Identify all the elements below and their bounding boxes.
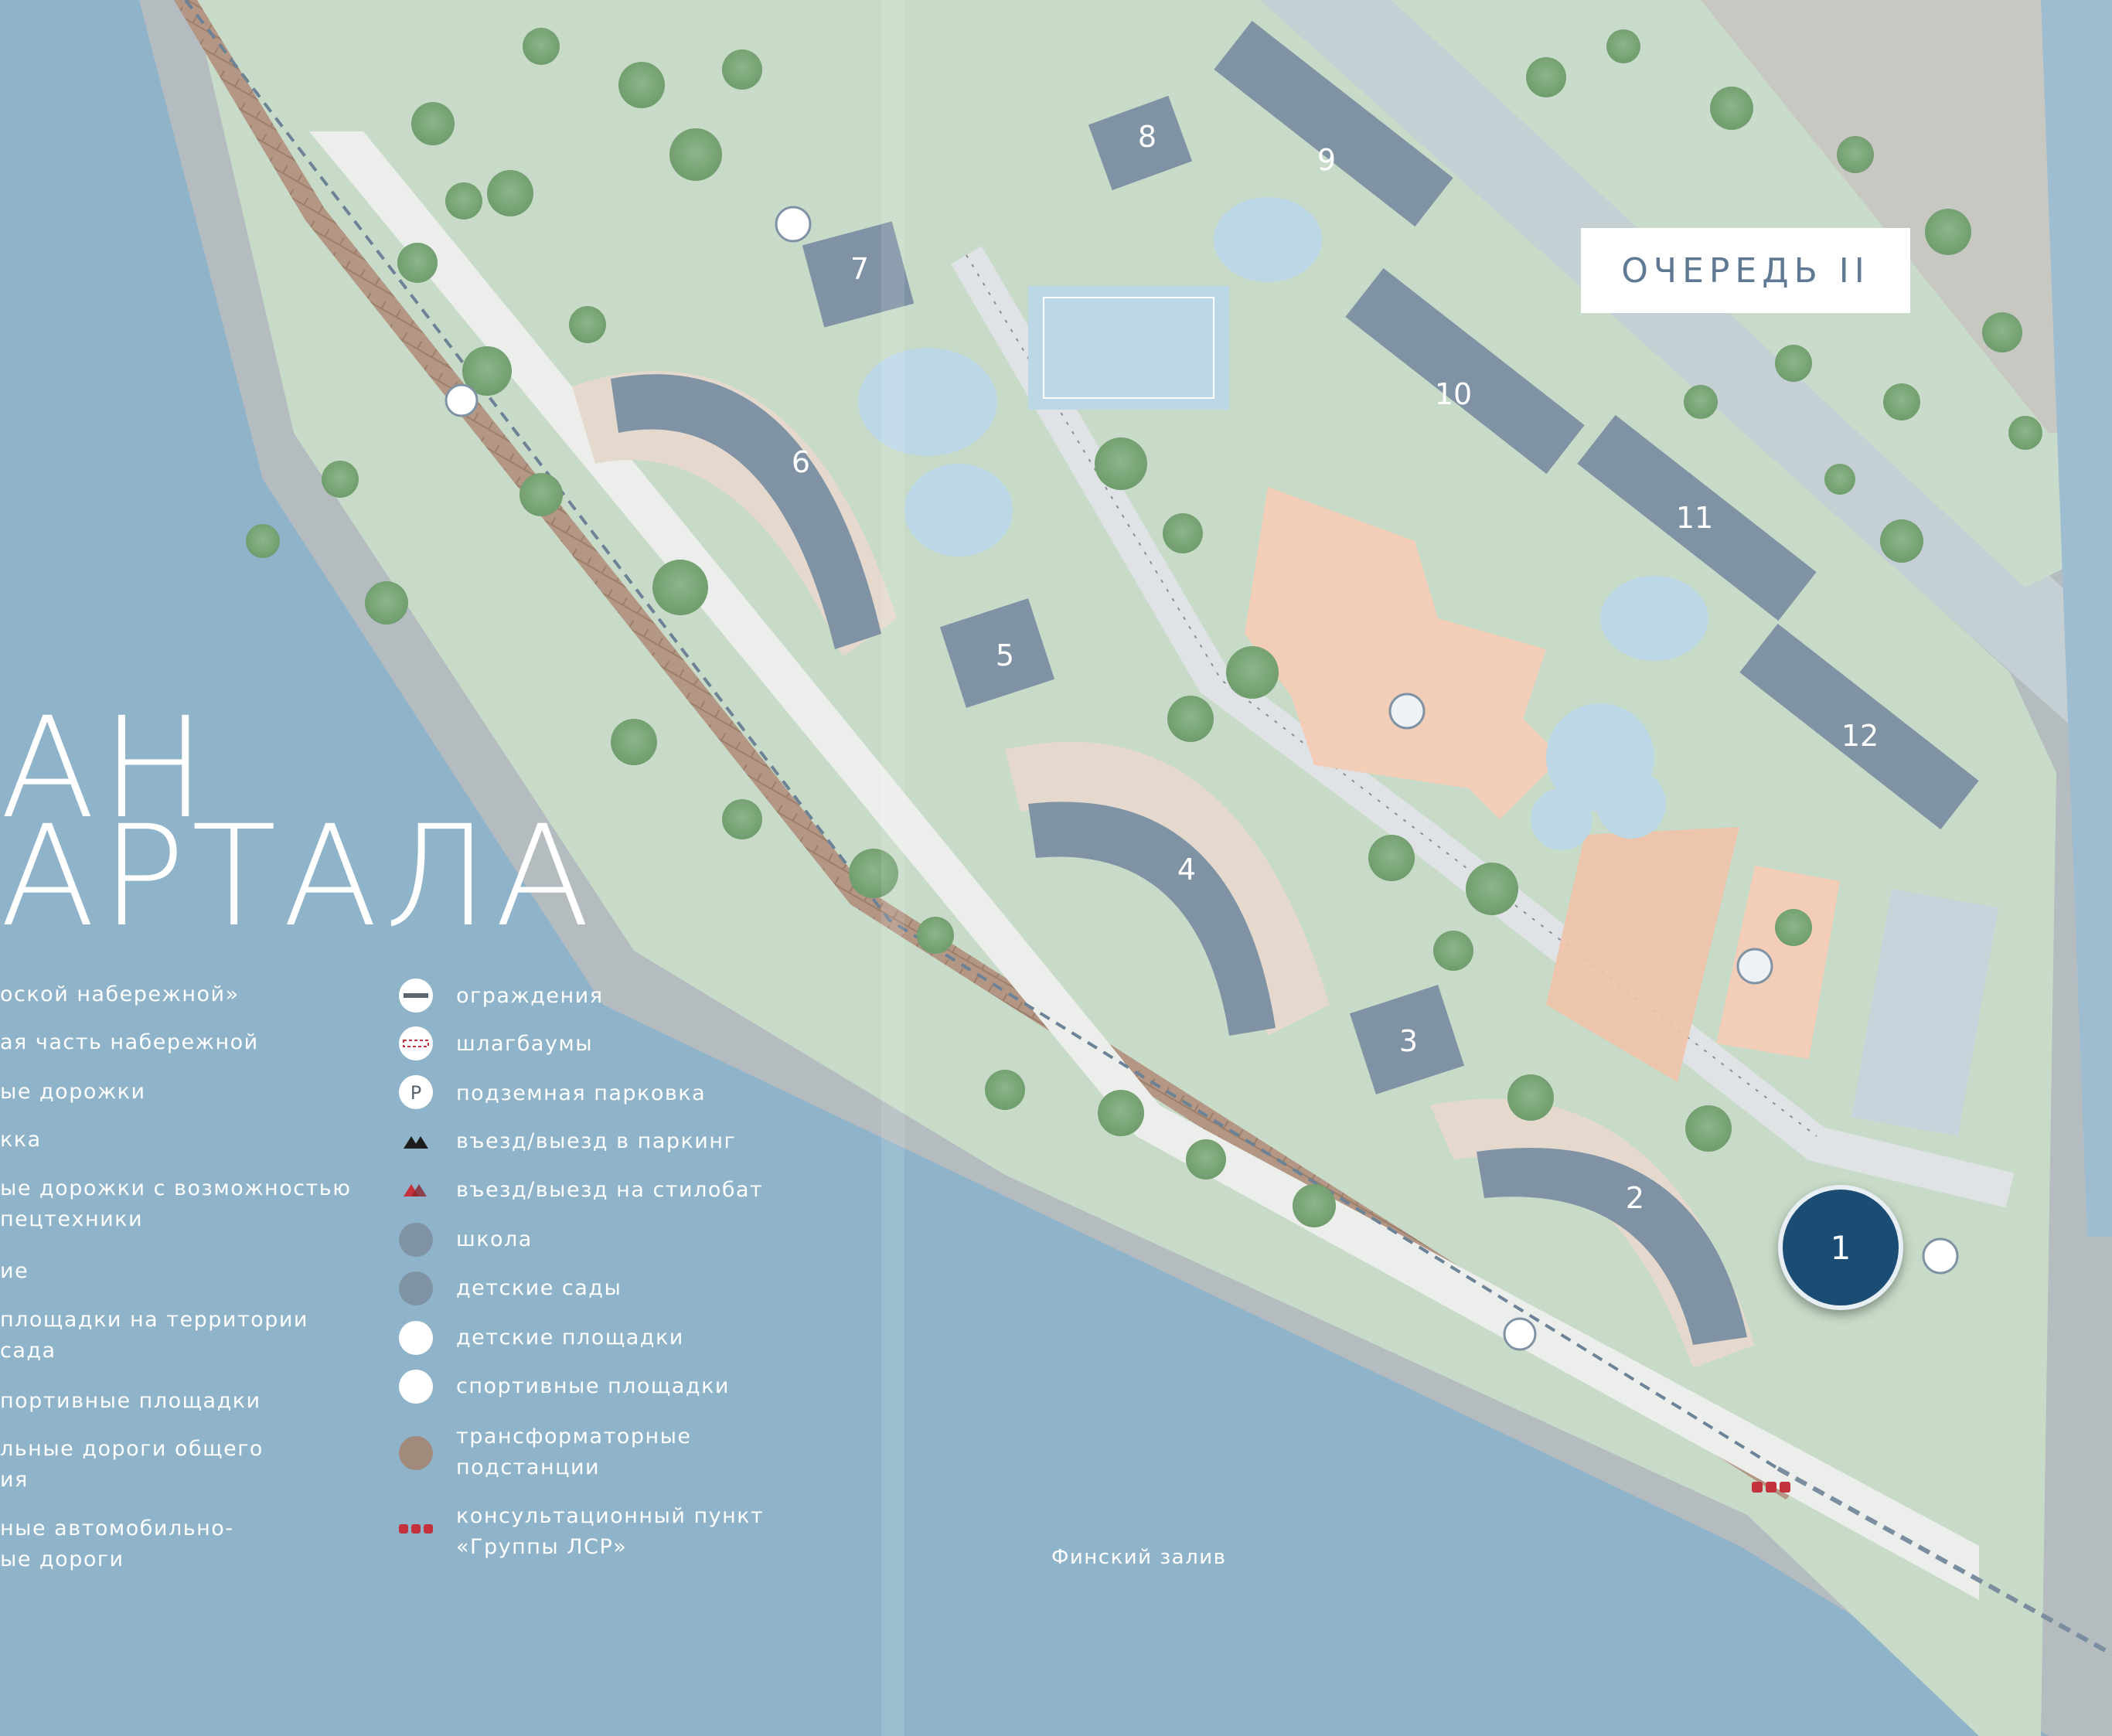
legend-item: ые дорожки <box>0 1080 146 1104</box>
building-number-4: 4 <box>1177 853 1197 887</box>
courtyard-2 <box>1430 1098 1755 1368</box>
building-12 <box>1739 623 1979 830</box>
play-area-a <box>858 348 997 456</box>
sports-field <box>1028 286 1229 410</box>
embankment-road <box>309 131 1979 1600</box>
building-8 <box>1088 95 1193 191</box>
play-area-b <box>904 464 1013 557</box>
legend-substation: трансформаторные подстанции <box>456 1425 692 1479</box>
play-area-f <box>1596 769 1666 839</box>
trees <box>246 28 2042 1227</box>
building-number-9: 9 <box>1317 143 1337 177</box>
gulf-label: Финский залив <box>1051 1546 1227 1569</box>
legend-icons: P <box>399 979 433 1533</box>
building-5 <box>939 598 1055 708</box>
legend-item: портивные площадки <box>0 1389 261 1413</box>
building-3 <box>1349 985 1465 1094</box>
school-icon <box>1388 693 1426 730</box>
plan-title-line-2: АРТАЛА <box>0 796 597 958</box>
school-building <box>1245 487 1562 819</box>
legend-item: ные автомобильно- ые дороги <box>0 1516 234 1571</box>
building-number-6: 6 <box>791 445 811 479</box>
bike-marker-bottom <box>1503 1317 1537 1351</box>
legend-parking-entry: въезд/выезд в паркинг <box>456 1129 737 1153</box>
building-9 <box>1214 20 1453 227</box>
residential-buildings <box>611 20 1979 1345</box>
legend-item: кка <box>0 1128 42 1152</box>
page-fold <box>881 0 904 1736</box>
legend-fence: ограждения <box>456 984 604 1008</box>
stage-ii-label: ОЧЕРЕДЬ II <box>1581 228 1910 313</box>
legend-playground: детские площадки <box>456 1326 684 1350</box>
legend-item: ая часть набережной <box>0 1030 259 1054</box>
building-10 <box>1345 267 1585 475</box>
legend-stylobate-entry: въезд/выезд на стилобат <box>456 1178 764 1202</box>
parking-marker-top <box>775 206 812 243</box>
legend-item: ие <box>0 1259 29 1283</box>
kindergarten-plots <box>1546 827 1739 1082</box>
building-number-7: 7 <box>850 252 870 286</box>
kindergarten-building <box>1716 866 1840 1059</box>
building-number-8: 8 <box>1137 120 1157 154</box>
building-number-10: 10 <box>1434 377 1473 411</box>
building-number-2: 2 <box>1625 1181 1645 1215</box>
coastal-road <box>1776 1466 2112 1656</box>
play-area-c <box>1214 197 1322 282</box>
legend-item: площадки на территории сада <box>0 1308 308 1363</box>
building-number-3: 3 <box>1398 1024 1419 1058</box>
building-1-marker[interactable]: 1 <box>1778 1185 1903 1310</box>
building-11 <box>1577 414 1817 621</box>
play-area-d <box>1600 576 1708 661</box>
courtyard-6 <box>572 371 897 657</box>
building-2 <box>1477 1148 1747 1345</box>
building-4 <box>1028 802 1276 1036</box>
right-canal <box>2041 0 2112 1237</box>
legend-item: ые дорожки с возможностью пецтехники <box>0 1176 352 1231</box>
consultation-point-icon <box>1752 1482 1790 1493</box>
legend-school: школа <box>456 1227 533 1251</box>
legend-parking: подземная парковка <box>456 1081 707 1105</box>
parking-lot <box>1851 889 1998 1136</box>
legend-item: оской набережной» <box>0 982 240 1006</box>
sports-field-lines <box>1043 297 1214 399</box>
legend-item: льные дороги общего ия <box>0 1437 264 1492</box>
building-number-12: 12 <box>1841 719 1879 753</box>
promenade-edge <box>184 0 1780 1470</box>
legend-consultation: консультационный пункт «Группы ЛСР» <box>456 1504 765 1559</box>
building-number-5: 5 <box>995 638 1015 672</box>
svg-text:P: P <box>410 1082 421 1104</box>
building-number-11: 11 <box>1675 501 1714 535</box>
internal-road <box>951 246 2015 1208</box>
legend-sports: спортивные площадки <box>456 1374 730 1398</box>
legend-kindergarten: детские сады <box>456 1276 622 1300</box>
building-7 <box>802 221 915 328</box>
kindergarten-icon <box>1736 948 1773 985</box>
parking-marker-right <box>1922 1237 1959 1275</box>
play-area-g <box>1531 788 1593 850</box>
bike-marker-top <box>445 383 479 417</box>
plan-title-line-1: АН <box>0 688 213 849</box>
building-6 <box>611 374 881 649</box>
legend-barrier: шлагбаумы <box>456 1032 594 1056</box>
